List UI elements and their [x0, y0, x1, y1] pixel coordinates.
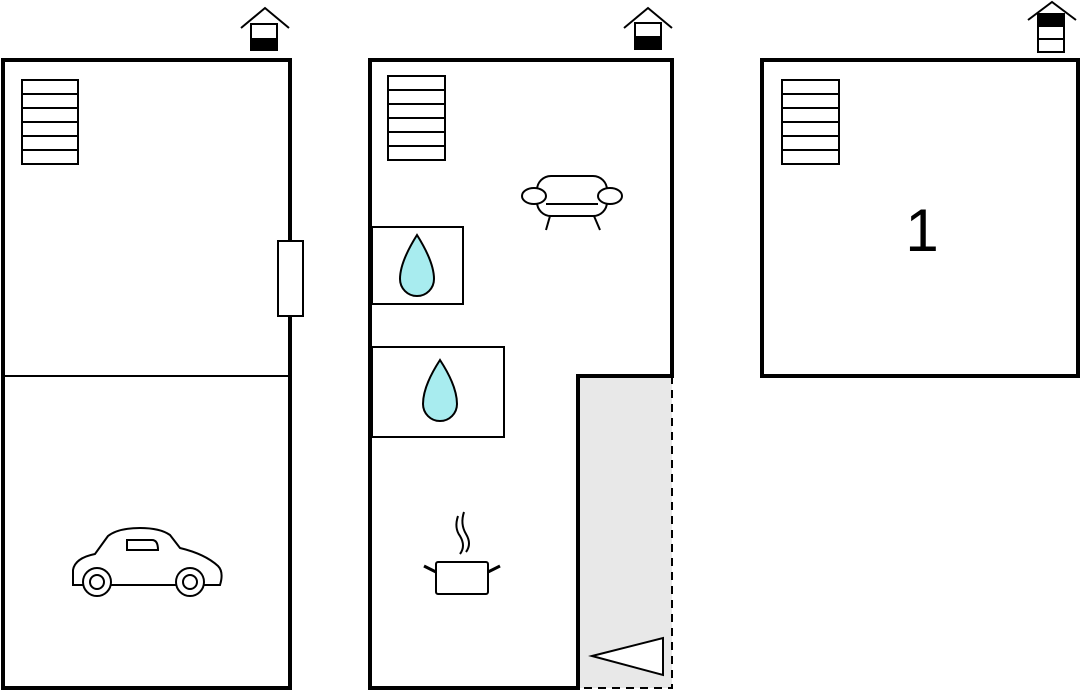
- window-icon: [277, 240, 304, 317]
- terrace-icon: [578, 376, 672, 688]
- floor-level-icon: [623, 6, 673, 50]
- stairs-icon: [21, 79, 79, 165]
- floor-plan-second-level: 1: [760, 0, 1080, 378]
- water-drop-icon: [421, 358, 459, 422]
- cooking-pot-icon: [423, 511, 501, 595]
- bathroom-box: [371, 226, 464, 305]
- sofa-icon: [521, 175, 623, 231]
- floor-outline: [760, 58, 1080, 378]
- floor-outline: [368, 58, 674, 690]
- car-icon: [72, 526, 223, 597]
- floor-level-icon: [1027, 0, 1077, 53]
- floor-plan-ground-level: [1, 6, 304, 690]
- stairs-icon: [781, 79, 840, 165]
- water-drop-icon: [398, 233, 436, 297]
- floor-plan-first-level: [368, 6, 674, 690]
- bathroom-box: [371, 346, 505, 438]
- stairs-icon: [387, 75, 446, 161]
- floor-level-icon: [240, 6, 290, 51]
- entrance-arrow-icon: [588, 636, 664, 677]
- floor-outline: [1, 58, 292, 690]
- room-number-label: 1: [905, 197, 938, 264]
